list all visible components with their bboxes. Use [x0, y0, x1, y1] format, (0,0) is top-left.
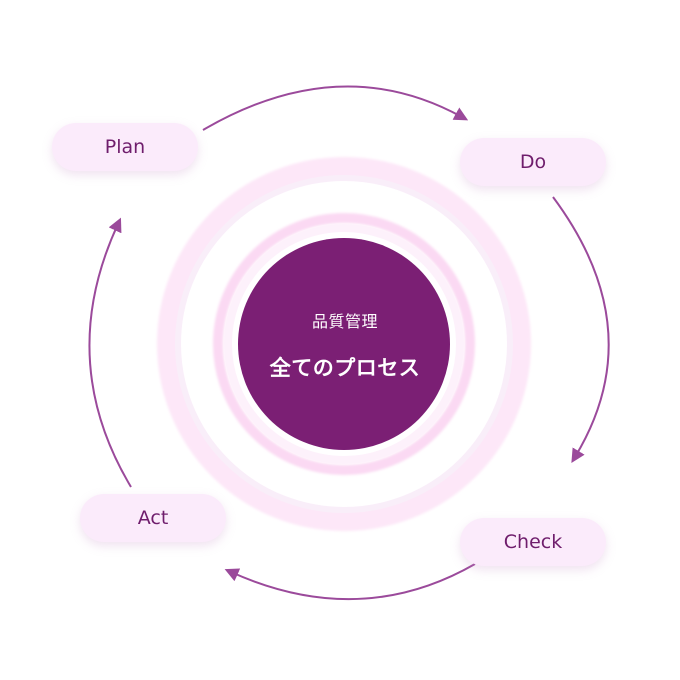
step-plan: Plan — [52, 123, 198, 171]
center-title: 全てのプロセス — [269, 356, 421, 380]
arrow-plan-to-do — [202, 85, 469, 131]
inner-ring — [213, 213, 475, 475]
step-act: Act — [80, 494, 226, 542]
center-label: 品質管理 全てのプロセス — [240, 240, 450, 450]
inner-ring-halo — [224, 224, 464, 464]
step-do: Do — [460, 138, 606, 186]
center-subtitle: 品質管理 — [311, 312, 378, 331]
arrow-check-to-act — [224, 563, 476, 601]
arrow-do-to-check — [552, 196, 610, 463]
arrow-act-to-plan — [88, 217, 132, 488]
center-disc — [238, 238, 450, 450]
step-check: Check — [460, 518, 606, 566]
outer-ring — [157, 157, 531, 531]
outer-ring-inner-edge — [175, 175, 513, 513]
